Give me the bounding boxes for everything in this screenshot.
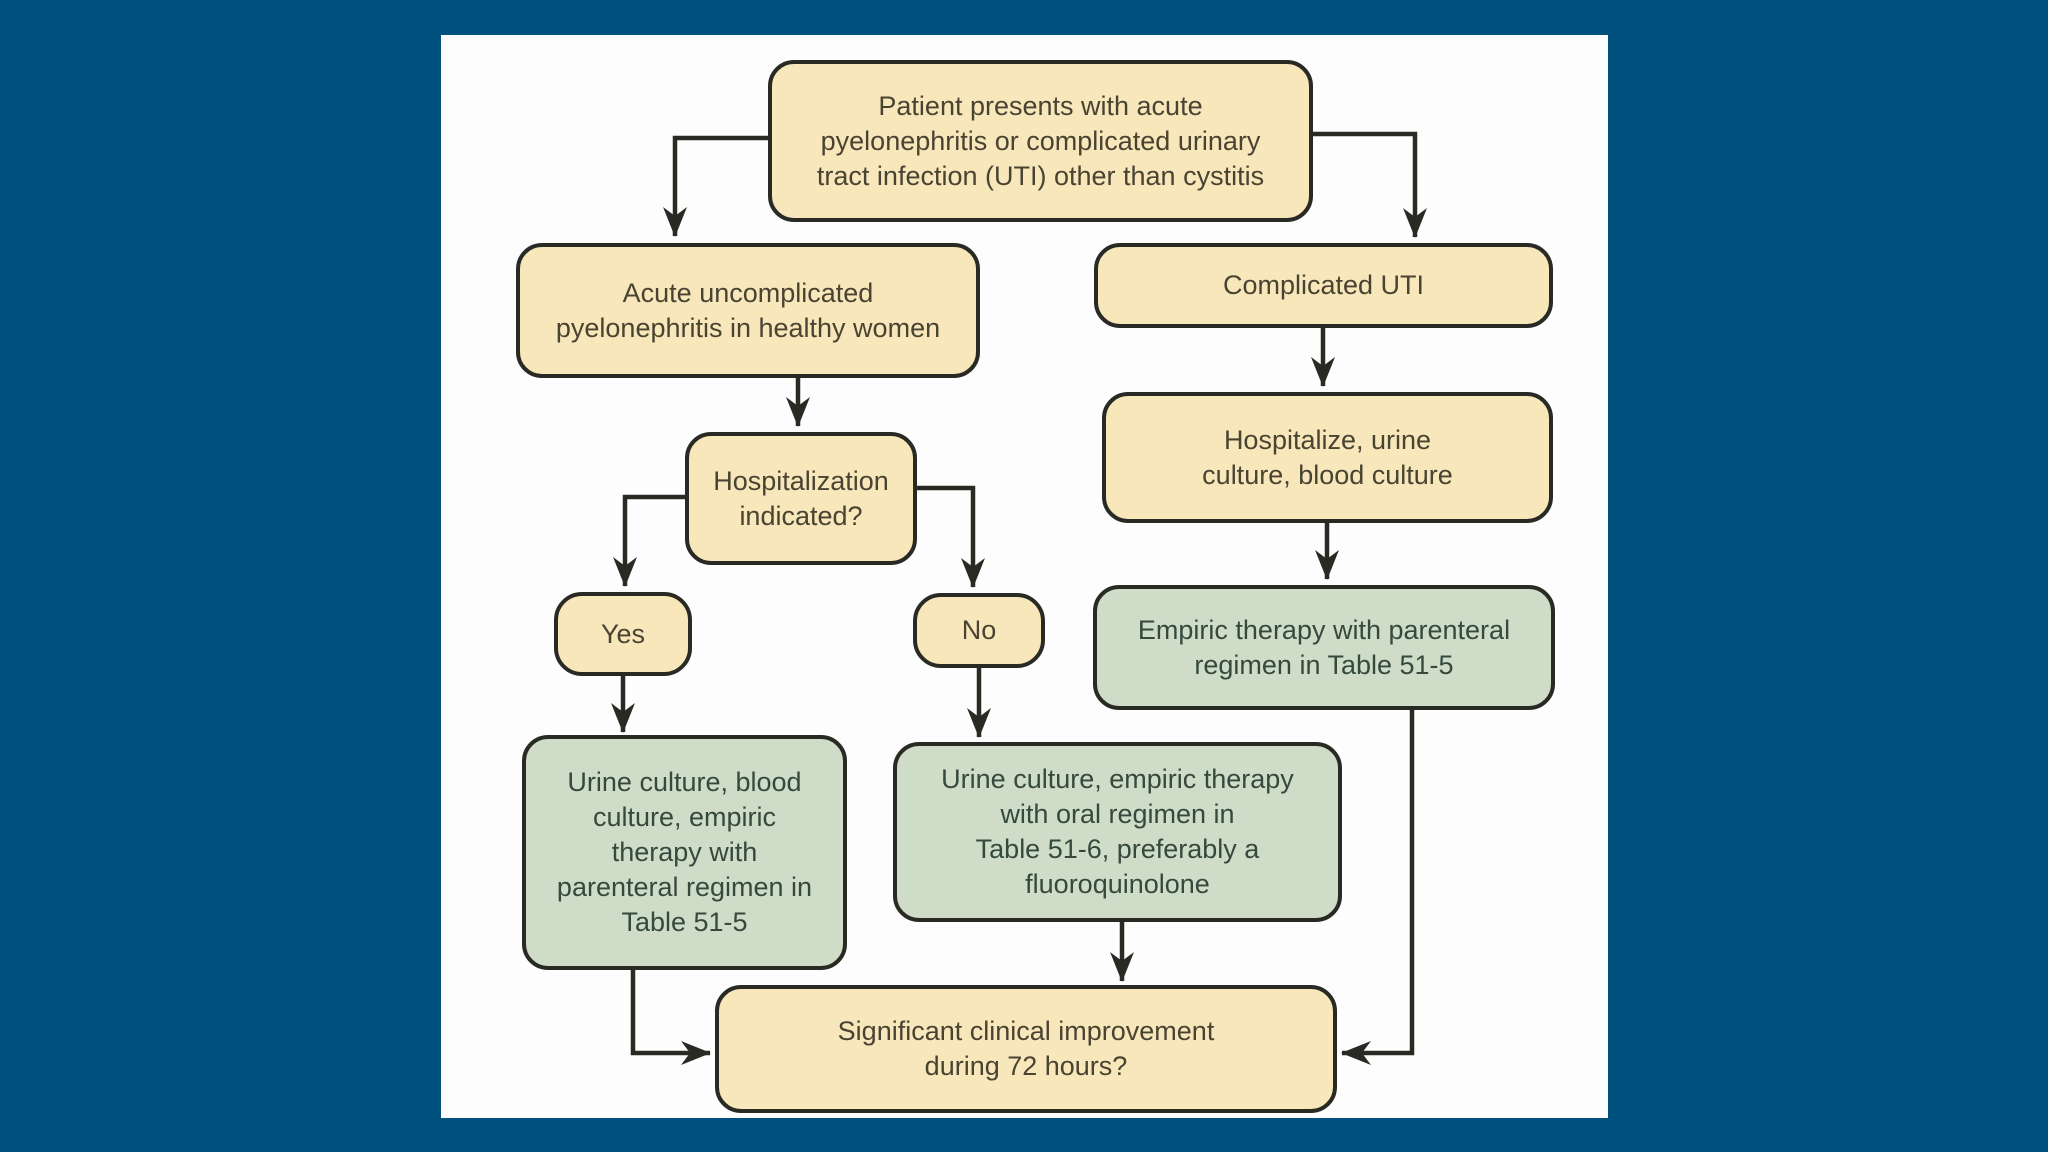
node-urine-oral-fluoroquinolone-label: Urine culture, empiric therapy with oral… <box>941 764 1294 899</box>
node-no-label: No <box>961 615 997 645</box>
node-complicated-uti-label: Complicated UTI <box>1222 270 1425 300</box>
node-acute-uncomplicated: Acute uncomplicated pyelonephritis in he… <box>516 243 980 378</box>
node-hospitalize-cultures: Hospitalize, urine culture, blood cultur… <box>1102 392 1553 523</box>
node-clinical-improvement: Significant clinical improvement during … <box>715 985 1337 1113</box>
node-yes-label: Yes <box>600 618 646 649</box>
node-urine-oral-fluoroquinolone: Urine culture, empiric therapy with oral… <box>893 742 1342 922</box>
node-hospitalize-cultures-label: Hospitalize, urine culture, blood cultur… <box>1202 424 1453 490</box>
node-patient-presents: Patient presents with acute pyelonephrit… <box>768 60 1313 222</box>
node-complicated-uti: Complicated UTI <box>1094 243 1553 328</box>
node-empiric-parenteral: Empiric therapy with parenteral regimen … <box>1093 585 1555 710</box>
node-no: No <box>913 593 1045 668</box>
node-clinical-improvement-label: Significant clinical improvement during … <box>837 1016 1215 1081</box>
node-patient-presents-label: Patient presents with acute pyelonephrit… <box>816 90 1265 191</box>
node-acute-uncomplicated-label: Acute uncomplicated pyelonephritis in he… <box>555 277 941 343</box>
node-urine-blood-parenteral: Urine culture, blood culture, empiric th… <box>522 735 847 970</box>
node-yes: Yes <box>554 592 692 676</box>
node-empiric-parenteral-label: Empiric therapy with parenteral regimen … <box>1137 614 1511 680</box>
node-hospitalization-indicated-label: Hospitalization indicated? <box>713 465 889 531</box>
node-urine-blood-parenteral-label: Urine culture, blood culture, empiric th… <box>556 767 813 937</box>
node-hospitalization-indicated: Hospitalization indicated? <box>685 432 917 565</box>
